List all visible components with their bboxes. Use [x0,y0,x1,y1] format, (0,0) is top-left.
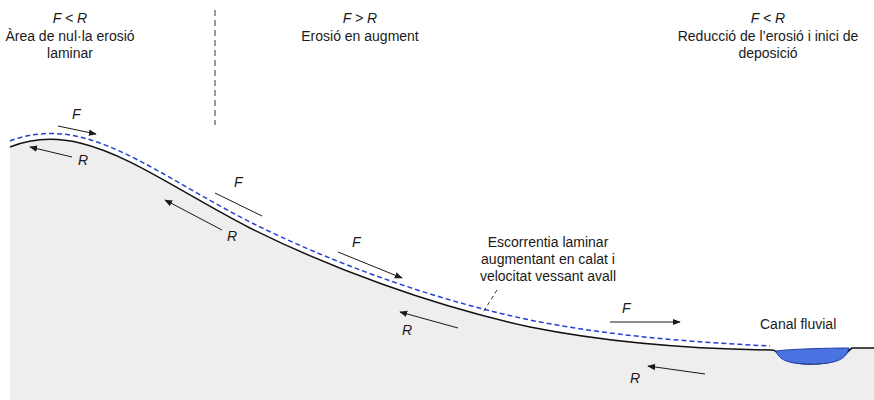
force-arrow [610,322,680,323]
resistance-label: R [630,370,640,387]
leader-line [482,290,497,314]
resistance-label: R [227,228,237,245]
zone-condition: F < R [30,10,110,27]
zone-divider [215,10,216,125]
channel-label: Canal fluvial [760,316,870,333]
river-water [776,348,849,364]
runoff-note: Escorrentia laminar augmentant en calat … [458,234,638,285]
sheet-runoff-line [10,134,770,346]
force-label: F [234,174,243,191]
zone-description: Àrea de nul·la erosió laminar [5,28,135,62]
resistance-label: R [402,322,412,339]
resistance-arrow [165,200,222,230]
resistance-label: R [78,152,88,169]
force-arrow [58,126,96,134]
force-arrow [338,252,402,278]
zone-description: Erosió en augment [275,28,445,45]
ground-fill [10,140,874,400]
force-label: F [352,234,361,251]
zone-description: Reducció de l’erosió i inici de deposici… [676,28,861,62]
force-label: F [622,300,631,317]
force-arrow [215,193,262,216]
zone-condition: F > R [320,10,400,27]
ground-surface [10,140,874,364]
force-label: F [72,106,81,123]
zone-condition: F < R [728,10,808,27]
resistance-arrow [30,147,72,157]
resistance-arrow [648,366,705,374]
